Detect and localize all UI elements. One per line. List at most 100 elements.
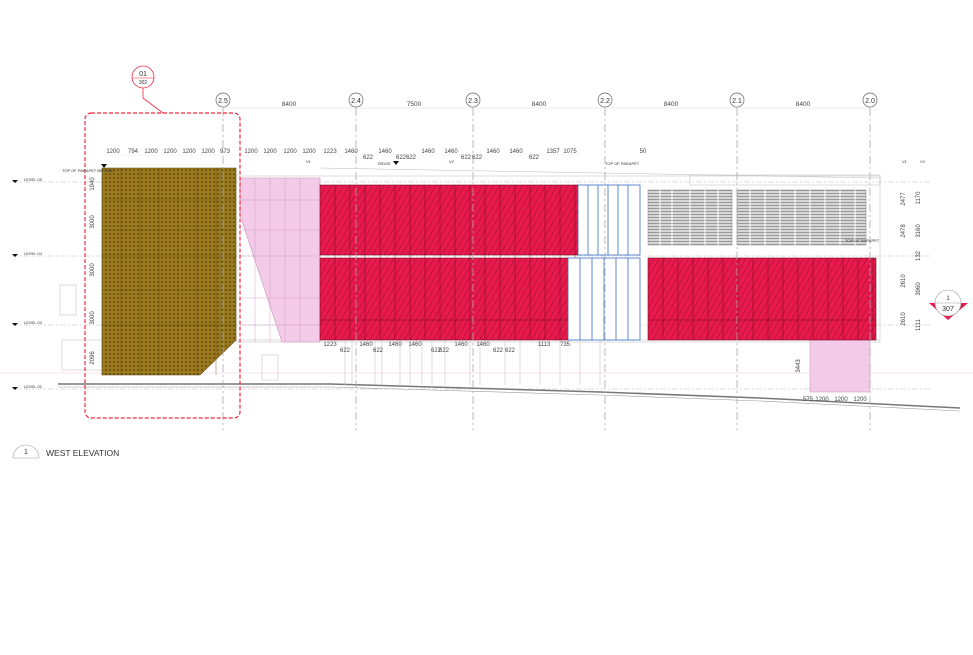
top-dimension: 1200 xyxy=(244,149,258,155)
top-dimension: 1200 xyxy=(163,149,177,155)
lower-right-dimension: 3443 xyxy=(796,359,802,373)
level-marker-icon xyxy=(12,323,18,326)
ridge-label: RIDGE xyxy=(378,161,391,166)
lower-right-dimension: 1200 xyxy=(834,397,848,403)
ground-line xyxy=(58,383,961,409)
markup-cloud-boundary[interactable] xyxy=(84,112,241,419)
top-dimension: 1200 xyxy=(302,149,316,155)
title-number: 1 xyxy=(24,449,28,456)
grid-label: 2.3 xyxy=(468,98,478,105)
top-dimension: 50 xyxy=(640,149,647,155)
top-dimension: 1200 xyxy=(144,149,158,155)
lower-pink-glazing xyxy=(809,339,871,393)
left-vertical-dimension: 2096 xyxy=(90,351,96,365)
top-dimension: 1200 xyxy=(182,149,196,155)
top-dimension: 622 xyxy=(461,155,472,161)
top-dimension: 1357 xyxy=(546,149,560,155)
bay-dimension: 7500 xyxy=(407,101,422,108)
bay-dimension: 8400 xyxy=(664,101,679,108)
v1-label: V1 xyxy=(306,159,312,164)
level-label: LEVEL 04 xyxy=(24,251,43,256)
top-of-parapet-label: TOP OF PARAPET xyxy=(605,161,640,166)
level-marker-icon xyxy=(12,387,18,390)
top-dimension: 622 xyxy=(529,155,540,161)
top-dimension: 1075 xyxy=(563,149,577,155)
red-panel-upper xyxy=(319,184,579,256)
top-dimension: 1200 xyxy=(201,149,215,155)
section-marker[interactable]: 1 307 xyxy=(929,289,968,320)
bottom-dimension: 622 xyxy=(373,348,384,354)
lower-right-dimension: 575 xyxy=(803,397,814,403)
top-dimension: 1460 xyxy=(378,149,392,155)
ridge-marker-icon xyxy=(393,161,399,165)
red-panel-right xyxy=(647,257,877,341)
bottom-dimension: 1113 xyxy=(538,342,551,348)
v2-label: V2 xyxy=(449,159,455,164)
grid-label: 2.1 xyxy=(732,98,742,105)
pink-glazing xyxy=(239,177,321,343)
grid-bubble xyxy=(597,92,613,108)
right-dimension-v1: 2610 xyxy=(901,274,907,288)
grid-label: 2.4 xyxy=(351,98,361,105)
grid-label: 2.5 xyxy=(218,98,228,105)
drawing-title: WEST ELEVATION xyxy=(46,448,119,458)
top-dimension: 622 xyxy=(472,155,483,161)
level-marker: LEVEL 04 xyxy=(12,251,43,257)
callout-number: 01 xyxy=(139,71,147,78)
left-vertical-dimension: 3000 xyxy=(90,263,96,277)
v2-right-label: V2 xyxy=(920,159,926,164)
bay-dimension: 8400 xyxy=(532,101,547,108)
grid-line-2.0: 2.0 xyxy=(862,92,878,430)
section-sheet: 307 xyxy=(942,306,954,313)
lower-right-dimension: 1200 xyxy=(815,397,829,403)
bay-dimension: 8400 xyxy=(796,101,811,108)
drawing-title-block: 1 WEST ELEVATION xyxy=(12,444,119,459)
blue-glazing-upper xyxy=(577,184,641,256)
right-dimension-v1: 2478 xyxy=(901,224,907,238)
callout-sheet: 302 xyxy=(139,80,148,86)
top-dimension: 1200 xyxy=(263,149,277,155)
top-dimension: 794 xyxy=(128,149,139,155)
bottom-dimension: 1460 xyxy=(359,342,373,348)
bronze-perforated-cladding xyxy=(101,167,237,376)
bottom-dimension: 1460 xyxy=(476,342,490,348)
bottom-dimension: 1460 xyxy=(408,342,422,348)
right-dimension-v2: 3960 xyxy=(916,282,922,296)
parapet-marker-icon xyxy=(101,164,107,168)
top-dimension: 1460 xyxy=(486,149,500,155)
bottom-dimension: 1460 xyxy=(388,342,402,348)
right-dimension-v1: 2610 xyxy=(901,312,907,326)
bottom-dimension: 735 xyxy=(560,342,571,348)
bottom-dimension: 1223 xyxy=(323,342,337,348)
bottom-dimension: 622 xyxy=(431,348,442,354)
top-dimension: 622 xyxy=(396,155,407,161)
level-label: LEVEL 02 xyxy=(24,384,43,389)
section-number: 1 xyxy=(946,296,950,302)
level-marker: LEVEL 03 xyxy=(12,320,43,326)
detail-callout[interactable]: 01 302 xyxy=(131,65,155,89)
grid-line-2.4: 2.4 xyxy=(348,92,364,430)
top-dimension: 1460 xyxy=(444,149,458,155)
parapet-beyond-label: TOP OF PARAPET BEYOND xyxy=(62,168,114,173)
grid-bubble xyxy=(215,92,231,108)
grid-bubble xyxy=(862,92,878,108)
grid-label: 2.2 xyxy=(600,98,610,105)
level-marker-icon xyxy=(12,180,18,183)
left-vertical-dimension: 3000 xyxy=(90,311,96,325)
level-label: LEVEL 03 xyxy=(24,320,43,325)
grid-label: 2.0 xyxy=(865,98,875,105)
right-dimension-v2: 1170 xyxy=(916,191,922,205)
level-marker-icon xyxy=(12,254,18,257)
right-dimension-v2: 132 xyxy=(916,250,922,261)
top-of-parapet-label-2: TOP OF PARAPET xyxy=(845,238,880,243)
bay-dimension: 8400 xyxy=(282,101,297,108)
bottom-dimension: 622 xyxy=(505,348,516,354)
top-dimension: 973 xyxy=(220,149,231,155)
top-dimension: 1223 xyxy=(323,149,337,155)
grid-bubble xyxy=(729,92,745,108)
bottom-dimension: 622 xyxy=(340,348,351,354)
level-marker: LEVEL 02 xyxy=(12,384,43,390)
right-dimension-v2: 1111 xyxy=(916,318,922,331)
top-dimension: 1460 xyxy=(421,149,435,155)
bottom-dimension: 1460 xyxy=(454,342,468,348)
